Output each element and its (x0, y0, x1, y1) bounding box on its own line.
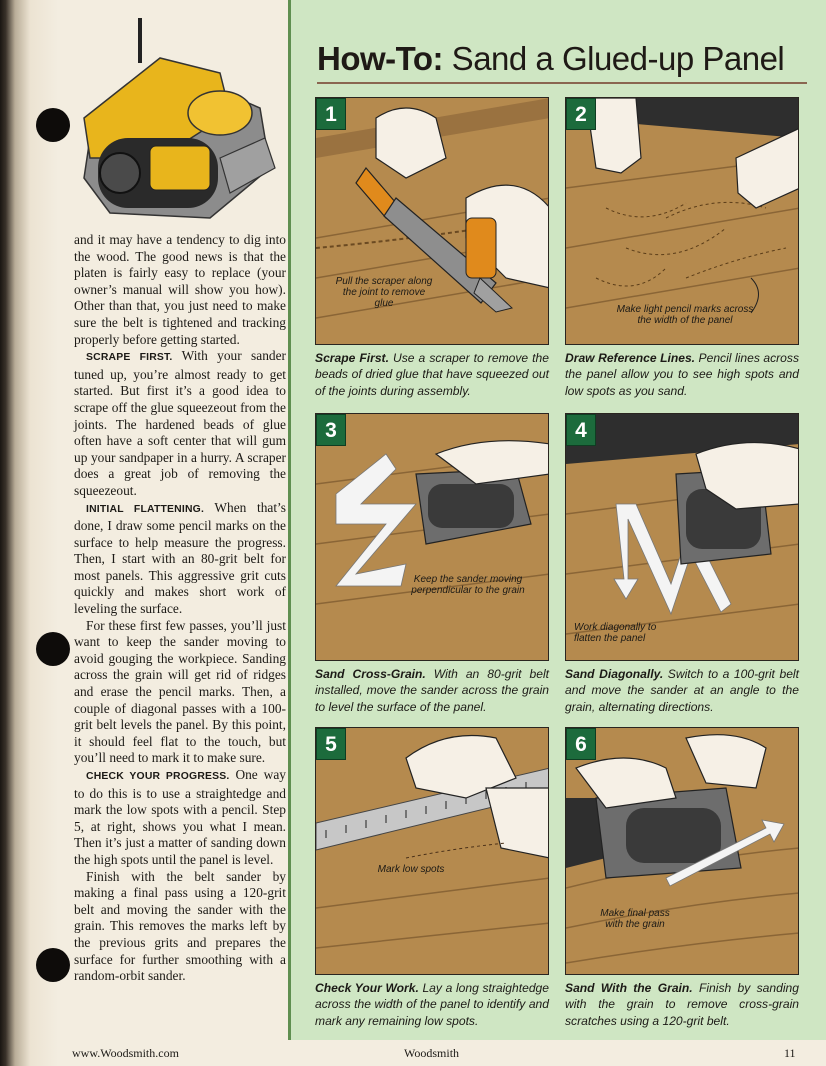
step-caption: Draw Reference Lines. Pencil lines acros… (565, 350, 799, 399)
callout-label: Pull the scraper along the joint to remo… (335, 276, 433, 309)
footer-magazine: Woodsmith (404, 1046, 460, 1060)
panel-title: How-To: Sand a Glued-up Panel (317, 40, 785, 78)
step-illustration: 4 Work diagonally to flatten the panel (565, 413, 799, 661)
caption-text: Pencil lines across the panel allow you … (565, 351, 799, 398)
binder-hole (36, 948, 70, 982)
step-caption: Scrape First. Use a scraper to remove th… (315, 350, 549, 399)
title-rule (317, 82, 807, 84)
step-illustration: 1 Pull the scraper along the joint to re… (315, 97, 549, 345)
step-number-badge: 1 (316, 98, 346, 130)
callout-label: Make light pencil marks across the width… (616, 304, 754, 326)
paragraph: Finish with the belt sander by making a … (74, 868, 286, 984)
caption-text: Finish by sanding with the grain to remo… (565, 981, 799, 1028)
step-5: 5 Mark low spots Check Your Work. Lay a … (315, 727, 549, 1029)
paragraph: INITIAL FLATTENING. When that’s done, I … (74, 500, 286, 618)
step-6: 6 Make final pass with the grain Sand Wi… (565, 727, 799, 1029)
caption-text: Use a scraper to remove the beads of dri… (315, 351, 549, 398)
page-number: 11 (784, 1046, 796, 1060)
run-in-heading: CHECK YOUR PROGRESS. (86, 771, 230, 782)
step-number-badge: 6 (566, 728, 596, 760)
step-caption: Sand Cross-Grain. With an 80-grit belt i… (315, 666, 549, 715)
step-2: 2 Make light pencil marks across the wid… (565, 97, 799, 399)
belt-sander-illustration (83, 18, 276, 219)
binder-hole (36, 108, 70, 142)
run-in-heading: SCRAPE FIRST. (86, 352, 173, 364)
step-number-badge: 2 (566, 98, 596, 130)
paragraph: and it may have a tendency to dig into t… (74, 232, 286, 347)
paragraph: CHECK YOUR PROGRESS. One way to do this … (74, 767, 286, 869)
paragraph-text: With your sander tuned up, you’re almost… (74, 348, 286, 498)
step-illustration: 2 Make light pencil marks across the wid… (565, 97, 799, 345)
step-caption: Sand With the Grain. Finish by sanding w… (565, 980, 799, 1029)
page-binding-shadow (0, 0, 58, 1066)
caption-heading: Check Your Work. (315, 981, 419, 995)
step-number-badge: 5 (316, 728, 346, 760)
caption-heading: Sand With the Grain. (565, 981, 693, 995)
step-illustration: 5 Mark low spots (315, 727, 549, 975)
step-illustration: 6 Make final pass with the grain (565, 727, 799, 975)
callout-label: Work diagonally to flatten the panel (574, 622, 657, 644)
step-4: 4 Work diagonally to flatten the panel S… (565, 413, 799, 715)
step-illustration: 3 Keep the sander moving perpendicular t… (315, 413, 549, 661)
paragraph: For these first few passes, you’ll just … (74, 617, 286, 766)
title-bold: How-To: (317, 40, 444, 77)
step-number-badge: 4 (566, 414, 596, 446)
step-1: 1 Pull the scraper along the joint to re… (315, 97, 549, 399)
how-to-panel: How-To: Sand a Glued-up Panel 1 Pull the… (288, 0, 826, 1040)
caption-heading: Draw Reference Lines. (565, 351, 696, 365)
caption-text: Switch to a 100-grit belt and move the s… (565, 667, 799, 714)
step-number-badge: 3 (316, 414, 346, 446)
left-column: and it may have a tendency to dig into t… (58, 0, 288, 1040)
caption-text: Lay a long straightedge across the width… (315, 981, 550, 1028)
step-3: 3 Keep the sander moving perpendicular t… (315, 413, 549, 715)
run-in-heading: INITIAL FLATTENING. (86, 503, 205, 515)
callout-label: Mark low spots (377, 864, 445, 875)
paragraph-text: When that’s done, I draw some pencil mar… (74, 499, 286, 617)
binder-hole (36, 632, 70, 666)
caption-heading: Sand Diagonally. (565, 667, 664, 681)
paragraph-text: One way to do this is to use a straighte… (74, 767, 286, 867)
step-caption: Check Your Work. Lay a long straightedge… (315, 980, 549, 1029)
step-caption: Sand Diagonally. Switch to a 100-grit be… (565, 666, 799, 715)
article-body: and it may have a tendency to dig into t… (74, 232, 286, 985)
caption-text: With an 80-grit belt installed, move the… (315, 667, 549, 714)
callout-label: Keep the sander moving perpendicular to … (411, 574, 525, 596)
callout-label: Make final pass with the grain (600, 908, 670, 930)
footer-url: www.Woodsmith.com (72, 1046, 179, 1060)
caption-heading: Scrape First. (315, 351, 389, 365)
caption-heading: Sand Cross-Grain. (315, 667, 426, 681)
paragraph: SCRAPE FIRST. With your sander tuned up,… (74, 348, 286, 499)
title-rest: Sand a Glued-up Panel (443, 40, 785, 77)
